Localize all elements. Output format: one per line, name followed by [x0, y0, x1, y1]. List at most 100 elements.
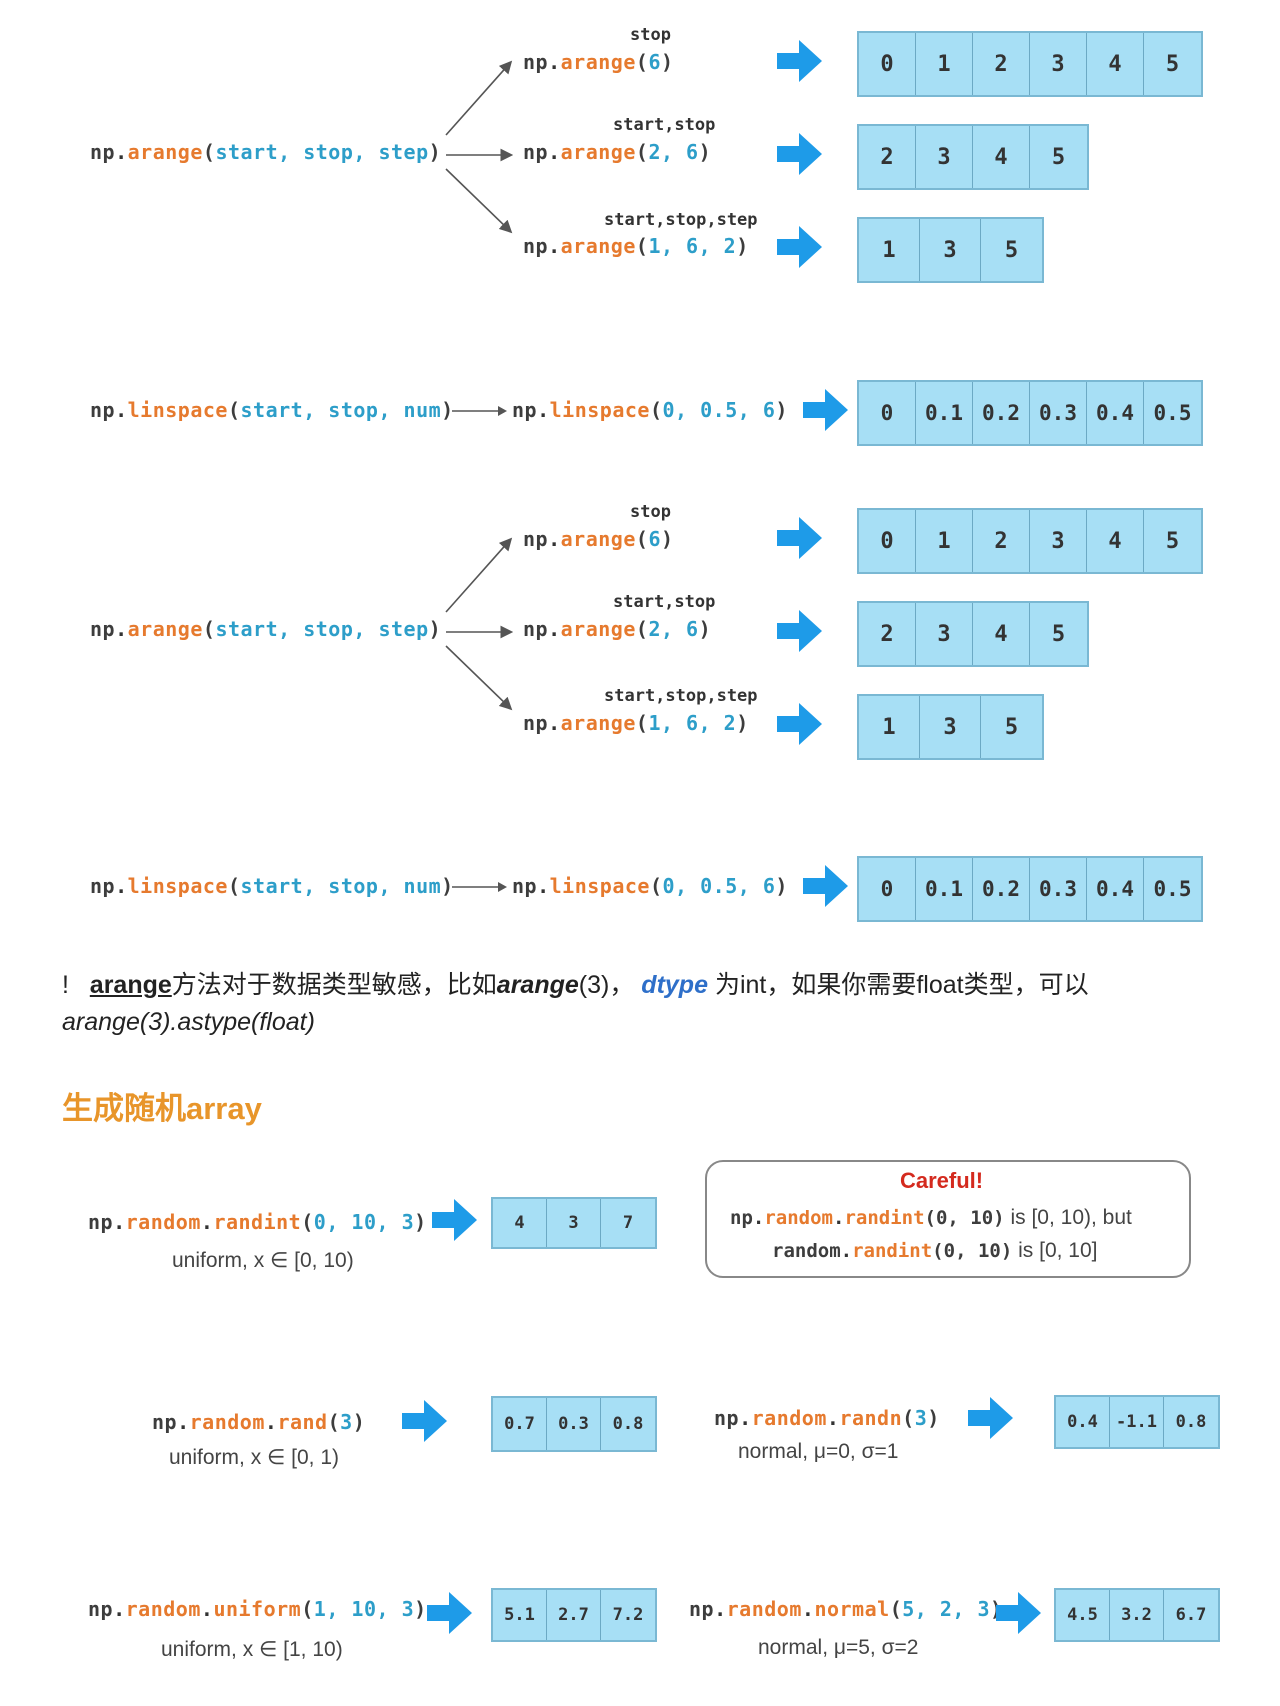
blue-arrow-icon — [803, 387, 849, 437]
array-cell: 0.4 — [1056, 1397, 1110, 1447]
linspace-arrow-2 — [452, 882, 507, 892]
array-cell: 2 — [859, 603, 916, 665]
array-cell: 0.3 — [547, 1398, 601, 1450]
arange-call-5: np.arange(2, 6) — [523, 617, 712, 641]
array-cell: 5 — [1004, 714, 1019, 740]
randint-call: np.random.randint(0, 10, 3) — [88, 1210, 427, 1234]
careful-callout — [705, 1160, 1191, 1278]
array-cell: 3 — [920, 219, 981, 281]
blue-arrow-icon — [777, 224, 823, 274]
callout-l1-tail: is [0, 10), but — [1004, 1206, 1132, 1229]
linspace-signature: np.linspace(start, stop, num) — [90, 398, 454, 422]
label-start-stop-2: start,stop — [613, 592, 716, 612]
blue-arrow-icon — [427, 1590, 473, 1640]
array-cell: 5 — [1051, 144, 1066, 170]
label-stop: stop — [630, 25, 671, 45]
callout-line-2: random.randint(0, 10) is [0, 10] — [772, 1239, 1098, 1262]
array-cell: 0.1 — [916, 382, 973, 444]
array-cell: 0.2 — [973, 858, 1030, 920]
array-cell: 5 — [1051, 621, 1066, 647]
array-cell: 3 — [1030, 33, 1087, 95]
array-cell: 5 — [1004, 237, 1019, 263]
arange-call-3: np.arange(1, 6, 2) — [523, 234, 749, 258]
blue-arrow-icon — [777, 701, 823, 751]
array-cell: 4 — [493, 1199, 547, 1247]
arange-call-2: np.arange(2, 6) — [523, 140, 712, 164]
array-cell: 4 — [1087, 510, 1144, 572]
randint-caption: uniform, x ∈ [0, 10) — [172, 1249, 354, 1272]
branch-arrows — [445, 60, 514, 234]
array-randn: 0.4-1.1 0.8 — [1054, 1395, 1220, 1449]
array-cell: 2 — [973, 33, 1030, 95]
array-cell: 2 — [973, 510, 1030, 572]
array-cell: 5 — [1165, 51, 1180, 77]
note-text-3: 为int，如果你需要float类型，可以 — [714, 971, 1089, 999]
array-cell: 0.4 — [1087, 858, 1144, 920]
blue-arrow-icon — [996, 1590, 1042, 1640]
label-start-stop-step: start,stop,step — [604, 210, 758, 230]
note-text-2: (3)， — [578, 971, 635, 999]
array-cell: 3 — [916, 603, 973, 665]
array-cell: -1.1 — [1110, 1397, 1164, 1447]
array-cell: 2.7 — [547, 1590, 601, 1640]
arange-signature-2: np.arange(start, stop, step) — [90, 617, 442, 641]
branch-arrows-2 — [445, 537, 514, 711]
note-text-1: 方法对于数据类型敏感，比如 — [171, 971, 497, 999]
linspace-call-1: np.linspace(0, 0.5, 6) — [512, 398, 788, 422]
array-cell: 0.8 — [1175, 1412, 1207, 1432]
blue-arrow-icon — [777, 608, 823, 658]
array-cell: 2 — [859, 126, 916, 188]
array-cell: 0.8 — [612, 1414, 644, 1434]
array-cell: 5 — [1165, 528, 1180, 554]
array-cell: 0 — [859, 382, 916, 444]
dtype-note-line-2: arange(3).astype(float) — [62, 1008, 315, 1036]
array-cell: 6.7 — [1175, 1605, 1207, 1625]
array-cell: 4 — [1087, 33, 1144, 95]
blue-arrow-icon — [777, 515, 823, 565]
array-cell: 0.7 — [493, 1398, 547, 1450]
array-cell: 3 — [916, 126, 973, 188]
arange-call-1: np.arange(6) — [523, 50, 674, 74]
array-cell: 0.3 — [1030, 382, 1087, 444]
array-cell: 1 — [859, 696, 920, 758]
linspace-signature-2: np.linspace(start, stop, num) — [90, 874, 454, 898]
label-stop-2: stop — [630, 502, 671, 522]
array-cell: 3 — [547, 1199, 601, 1247]
array-cell: 0 — [859, 33, 916, 95]
array-cell: 3 — [1030, 510, 1087, 572]
array-cell: 4.5 — [1056, 1590, 1110, 1640]
array-cell: 0.5 — [1153, 877, 1192, 901]
blue-arrow-icon — [968, 1395, 1014, 1445]
rand-call: np.random.rand(3) — [152, 1410, 366, 1434]
section-heading: 生成随机array — [62, 1091, 262, 1126]
dtype-note-line-1: ! arange方法对于数据类型敏感，比如arange(3)， dtype 为i… — [62, 965, 1089, 1001]
uniform-caption: uniform, x ∈ [1, 10) — [161, 1638, 343, 1661]
array-cell: 1 — [916, 33, 973, 95]
array-cell: 0.4 — [1087, 382, 1144, 444]
uniform-call: np.random.uniform(1, 10, 3) — [88, 1597, 427, 1621]
rand-caption: uniform, x ∈ [0, 1) — [169, 1446, 340, 1469]
array-cell: 3 — [920, 696, 981, 758]
callout-l2-tail: is [0, 10] — [1012, 1239, 1098, 1262]
note-arange-italic: arange — [496, 971, 579, 999]
normal-call: np.random.normal(5, 2, 3) — [689, 1597, 1002, 1621]
array-cell: 5.1 — [493, 1590, 547, 1640]
array-cell: 3.2 — [1110, 1590, 1164, 1640]
array-cell: 0 — [859, 510, 916, 572]
callout-line-1: np.random.randint(0, 10) is [0, 10), but — [730, 1206, 1132, 1229]
randn-caption: normal, μ=0, σ=1 — [738, 1440, 899, 1463]
array-cell: 0.2 — [973, 382, 1030, 444]
array-cell: 0.3 — [1030, 858, 1087, 920]
label-start-stop: start,stop — [613, 115, 716, 135]
blue-arrow-icon — [777, 38, 823, 88]
